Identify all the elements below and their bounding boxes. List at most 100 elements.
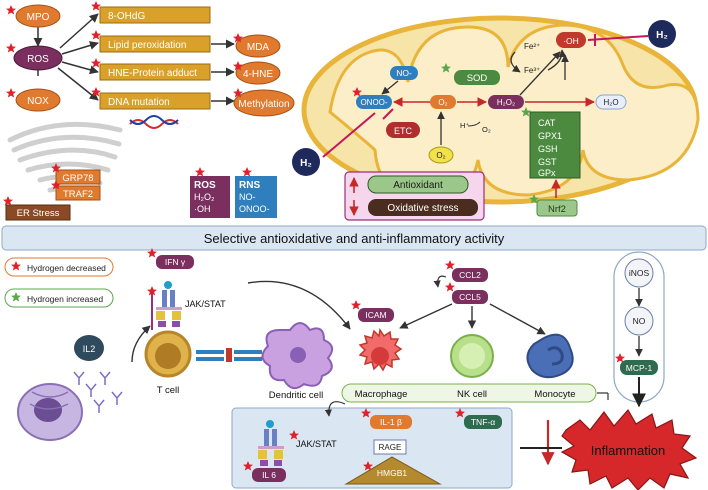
legend-decreased-label: Hydrogen decreased xyxy=(27,263,106,273)
immune-cells-group: ICAM CCL2 CCL5 Macrophage NK cell Monocy… xyxy=(341,260,597,403)
methylation-label: Methylation xyxy=(238,99,289,110)
legend-increased xyxy=(4,288,114,308)
star-lipid xyxy=(91,30,101,40)
legend-star-red xyxy=(11,261,21,271)
cytokine-panel: JAK/STAT IL 6 IL-1 β TNF-α RAGE HMGB1 xyxy=(231,401,513,489)
star-mcp1 xyxy=(615,353,625,363)
hmgb1-mound xyxy=(344,456,442,485)
star-grp78 xyxy=(51,163,61,173)
onoo-label: ONOO- xyxy=(360,98,387,107)
legend-increased-label: Hydrogen increased xyxy=(27,294,103,304)
no-label: NO- xyxy=(396,68,412,78)
legend-star-green xyxy=(11,292,21,302)
t-cell-group: IFN γ JAK/STAT T cell IL2 xyxy=(17,248,226,441)
hne-label: 4-HNE xyxy=(243,69,273,80)
etc-node xyxy=(386,122,420,138)
no-label-bottom: NO xyxy=(633,316,646,326)
fe-mid-label: Fe³⁺ xyxy=(524,66,540,75)
grp78-box xyxy=(55,169,101,185)
mcp1-node xyxy=(620,360,658,375)
star-ros-box xyxy=(195,167,205,177)
er-stress-box xyxy=(5,204,71,221)
ccl2-label: CCL2 xyxy=(459,270,481,280)
etc-label: ETC xyxy=(394,126,413,136)
rns-box-title: RNS xyxy=(239,180,260,191)
legend-decreased xyxy=(4,257,114,277)
il1b-label: IL-1 β xyxy=(380,417,402,427)
h-plus-label: H⁺ xyxy=(460,121,469,130)
er-membrane-icon xyxy=(7,121,123,198)
jak-stat-label-bottom: JAK/STAT xyxy=(296,439,337,449)
box-hne-adduct xyxy=(99,63,211,81)
cell-label-band xyxy=(341,383,597,403)
methylation-node xyxy=(233,89,295,117)
star-hmgb1 xyxy=(363,461,373,471)
ros-rns-group: ROS H₂O₂ ·OH RNS NO- ONOO- xyxy=(190,167,277,218)
enzyme-gsh: GSH xyxy=(538,144,558,154)
receptor-link-icon xyxy=(196,348,262,362)
inflammation-burst xyxy=(560,408,698,490)
o2-radical-node xyxy=(430,95,456,109)
star-enzymes xyxy=(521,107,531,117)
monocyte-label: Monocyte xyxy=(534,389,575,400)
mitochondrion: Fe²⁺ Fe³⁺ ·OH H₂ NO- SOD ONOO- O₂ H₂O₂ H… xyxy=(301,15,700,217)
er-stress-group: GRP78 TRAF2 ER Stress xyxy=(3,121,123,221)
star-er-stress xyxy=(3,196,13,206)
ros-label: ROS xyxy=(27,54,49,65)
box-dna-label: DNA mutation xyxy=(108,97,170,108)
hmgb1-label: HMGB1 xyxy=(377,468,408,478)
star-hne-adduct xyxy=(91,58,101,68)
dendritic-cell-label: Dendritic cell xyxy=(269,390,323,401)
nox-label: NOX xyxy=(27,96,49,107)
ifn-gamma-pill xyxy=(156,255,194,269)
ros-node xyxy=(13,45,63,71)
ros-box-title: ROS xyxy=(194,180,216,191)
oxidative-stress-label: Oxidative stress xyxy=(387,203,458,214)
h2o-label: H₂O xyxy=(603,98,618,107)
er-stress-label: ER Stress xyxy=(17,208,60,219)
box-lipid-label: Lipid peroxidation xyxy=(108,40,186,51)
icam-pill xyxy=(358,308,394,322)
o2-radical-label: O₂ xyxy=(438,98,447,107)
mpo-label: MPO xyxy=(27,12,50,23)
o2-bottom-node xyxy=(428,146,454,164)
oxidative-stress-pill xyxy=(368,199,478,216)
rns-box-line-1: NO- xyxy=(239,192,256,202)
antioxidant-pill xyxy=(367,175,469,194)
traf2-box xyxy=(55,185,101,201)
hne-node xyxy=(235,61,281,85)
rns-box-line-2: ONOO- xyxy=(239,204,270,214)
h2o-node xyxy=(595,94,627,110)
nrf2-label: Nrf2 xyxy=(548,204,566,215)
ifn-gamma-label: IFN γ xyxy=(165,257,186,267)
box-8ohdg xyxy=(99,6,211,24)
star-nox xyxy=(6,88,16,98)
ccl5-label: CCL5 xyxy=(459,292,481,302)
il2-label: IL2 xyxy=(83,344,96,354)
antioxidant-panel: Antioxidant Oxidative stress xyxy=(344,171,485,221)
star-rns-box xyxy=(242,167,252,177)
star-ifn xyxy=(147,248,157,258)
mcp1-label: MCP-1 xyxy=(626,363,653,373)
star-icam xyxy=(351,300,361,310)
star-dna xyxy=(91,87,101,97)
ros-box xyxy=(190,176,230,218)
box-8ohdg-label: 8-OHdG xyxy=(108,11,145,22)
il6-label: IL 6 xyxy=(262,470,276,480)
o2-label: O₂ xyxy=(482,125,491,134)
rage-box xyxy=(373,439,407,455)
monocyte-icon xyxy=(526,333,574,379)
enzyme-gpx: GPx xyxy=(538,168,556,178)
legend: Hydrogen decreased Hydrogen increased xyxy=(4,257,114,308)
h2-molecule-left xyxy=(292,148,320,176)
jak-stat-receptor-icon-2 xyxy=(258,420,284,466)
il1b-pill xyxy=(370,415,412,429)
h2-label-left: H₂ xyxy=(300,158,312,169)
inflammation-label: Inflammation xyxy=(591,443,665,458)
enzyme-cat: CAT xyxy=(538,118,556,128)
enzyme-gst: GST xyxy=(538,157,557,167)
ccl5-pill xyxy=(452,290,488,304)
nox-node xyxy=(15,88,61,112)
jak-stat-label-top: JAK/STAT xyxy=(185,299,226,309)
